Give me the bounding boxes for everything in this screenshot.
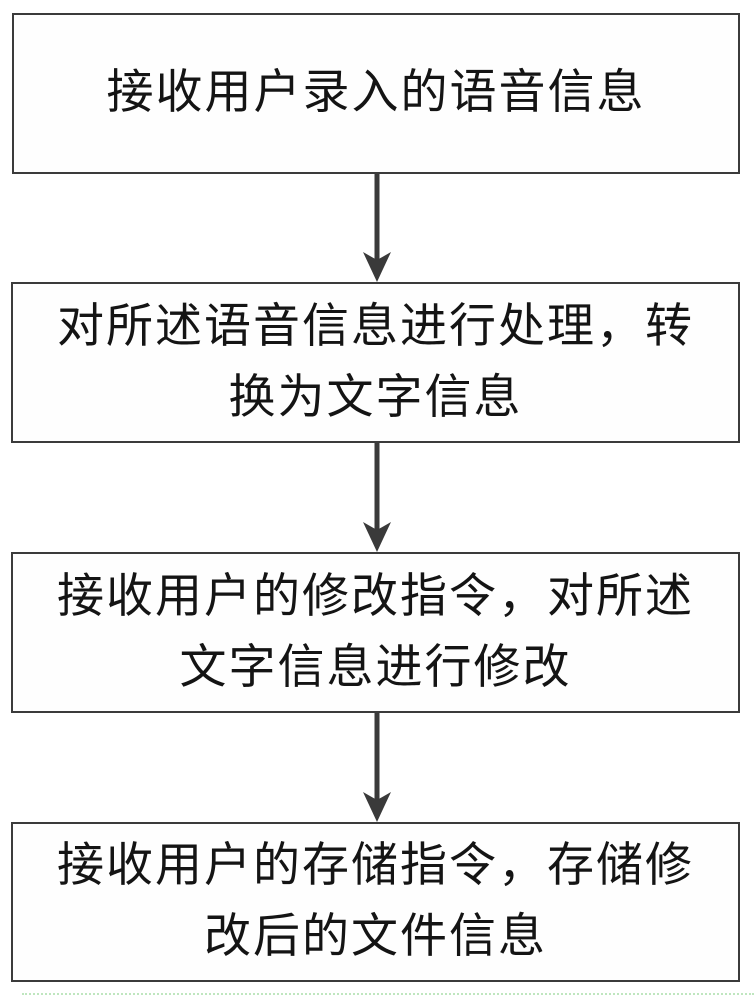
step-3-text-line-2: 文字信息进行修改	[179, 641, 572, 694]
step-1-text: 接收用户录入的语音信息	[106, 67, 646, 119]
arrow-down-icon	[359, 174, 395, 282]
flowchart-step-3: 接收用户的修改指令，对所述 文字信息进行修改	[11, 552, 740, 713]
step-4-text-line-1: 接收用户的存储指令，存储修	[57, 840, 694, 892]
flowchart-step-1: 接收用户录入的语音信息	[12, 13, 740, 174]
flowchart-step-4: 接收用户的存储指令，存储修 改后的文件信息	[11, 822, 740, 982]
step-4-text-line-2: 改后的文件信息	[204, 911, 547, 963]
step-2-text-line-2: 换为文字信息	[228, 371, 523, 424]
step-2-text-line-1: 对所述语音信息进行处理，转	[57, 300, 694, 353]
scan-artifact-dotted-line	[22, 993, 754, 995]
flowchart-step-2: 对所述语音信息进行处理，转 换为文字信息	[11, 282, 740, 443]
arrow-down-icon	[359, 443, 395, 552]
step-3-text-line-1: 接收用户的修改指令，对所述	[57, 570, 694, 623]
arrow-down-icon	[359, 713, 395, 822]
